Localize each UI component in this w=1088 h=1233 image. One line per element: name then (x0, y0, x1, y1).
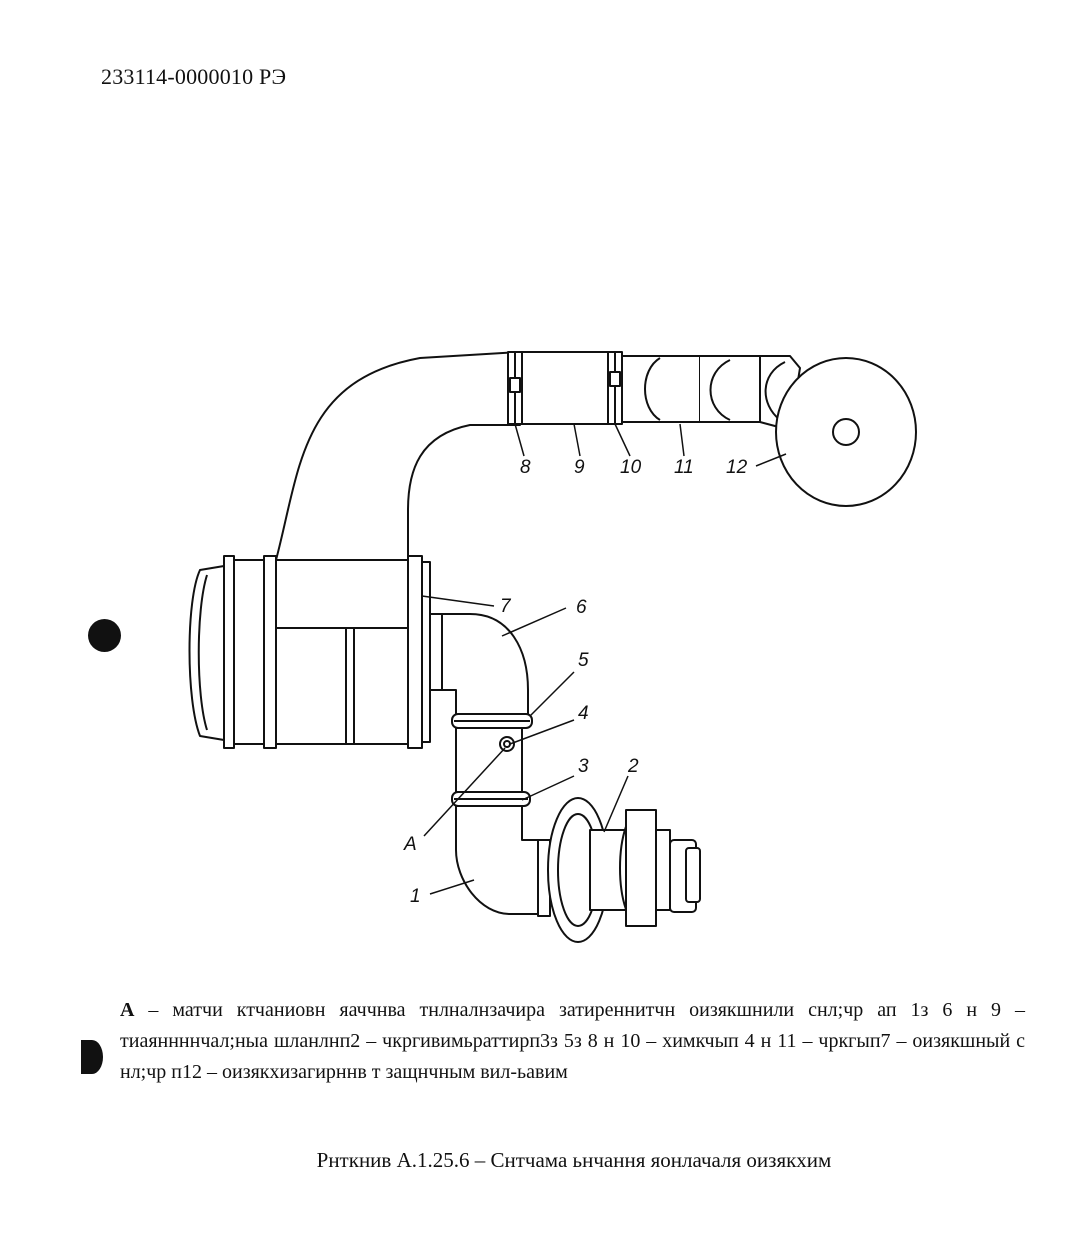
callout-7: 7 (500, 596, 512, 617)
callout-8: 8 (520, 457, 531, 478)
outlet-flange-7 (407, 555, 423, 749)
punch-hole-mark (88, 619, 121, 652)
callout-4: 4 (578, 703, 589, 724)
callout-5: 5 (578, 650, 589, 671)
precleaner-hole (832, 418, 860, 446)
document-code: 233114-0000010 РЭ (101, 64, 287, 89)
legend-text: – матчи ктчаниовн яаччнва тнлналнзачира … (120, 999, 1025, 1083)
elbow-6 (441, 613, 529, 717)
legend-key-letter: А (120, 999, 135, 1021)
callout-2: 2 (627, 756, 639, 777)
pipe-9 (519, 351, 613, 425)
filter-body (223, 559, 411, 745)
callout-6: 6 (576, 597, 587, 618)
callout-12: 12 (726, 457, 748, 478)
punch-hole-mark (81, 1040, 103, 1074)
pipe-11 (621, 355, 701, 423)
figure-title: Рнткнив А.1.25.6 – Снтчама ьнчання яонла… (316, 1148, 832, 1172)
callout-9: 9 (574, 457, 585, 478)
callout-1: 1 (410, 886, 421, 907)
elbow-1 (455, 805, 539, 915)
callout-11: 11 (674, 457, 694, 478)
callout-10: 10 (620, 457, 642, 478)
figure-legend: А – матчи ктчаниовн яаччнва тнлналнзачир… (120, 995, 1025, 1088)
legend-paragraph: А – матчи ктчаниовн яаччнва тнлналнзачир… (120, 995, 1025, 1088)
hose (455, 727, 523, 793)
callout-3: 3 (578, 756, 589, 777)
callout-A: A (403, 834, 417, 855)
